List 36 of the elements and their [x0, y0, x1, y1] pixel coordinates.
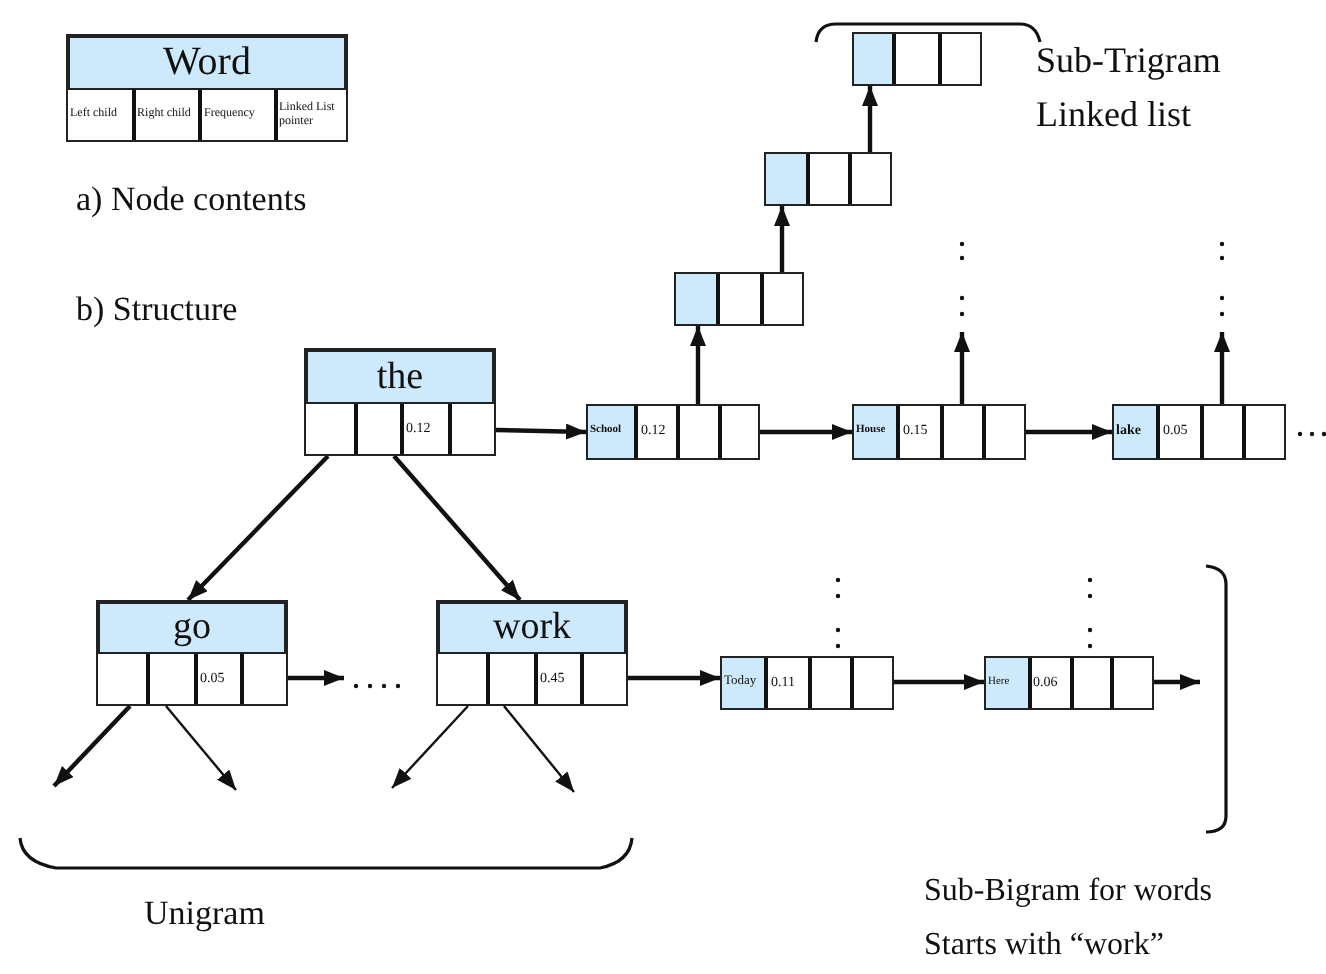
list-record: [586, 404, 760, 460]
arrow: [628, 670, 720, 686]
arrow: [690, 326, 706, 404]
list-record: [1112, 404, 1286, 460]
arrow: [862, 86, 878, 152]
section-caption: b) Structure: [76, 288, 238, 332]
arrow: [391, 705, 469, 789]
tree-node: [66, 34, 348, 142]
section-caption: a) Node contents: [76, 178, 307, 222]
word-label: go: [173, 606, 211, 650]
list-record: [852, 404, 1026, 460]
group-caption: Sub-Bigram for words Starts with “work”: [924, 872, 1214, 966]
list-record: [720, 656, 894, 710]
word-label: work: [492, 606, 572, 650]
arrow: [495, 423, 587, 440]
group-caption: Sub-Trigram Linked list: [1036, 38, 1223, 138]
arrow: [288, 670, 344, 686]
arrow: [760, 424, 852, 440]
list-record: [674, 272, 804, 326]
arrow: [503, 705, 575, 793]
arrow: [1154, 674, 1200, 690]
arrow: [954, 332, 970, 404]
arrow: [774, 206, 790, 272]
arrow: [165, 705, 237, 791]
arrow: [392, 454, 522, 602]
word-label: Word: [163, 40, 251, 86]
arrow: [894, 674, 984, 690]
word-label: the: [376, 355, 424, 399]
arrow: [1026, 424, 1112, 440]
group-caption: Unigram: [144, 892, 265, 936]
arrow: [186, 454, 330, 602]
list-record: [852, 32, 982, 86]
arrow: [52, 704, 132, 788]
arrow: [1214, 332, 1230, 404]
list-record: [764, 152, 892, 206]
list-record: [984, 656, 1154, 710]
